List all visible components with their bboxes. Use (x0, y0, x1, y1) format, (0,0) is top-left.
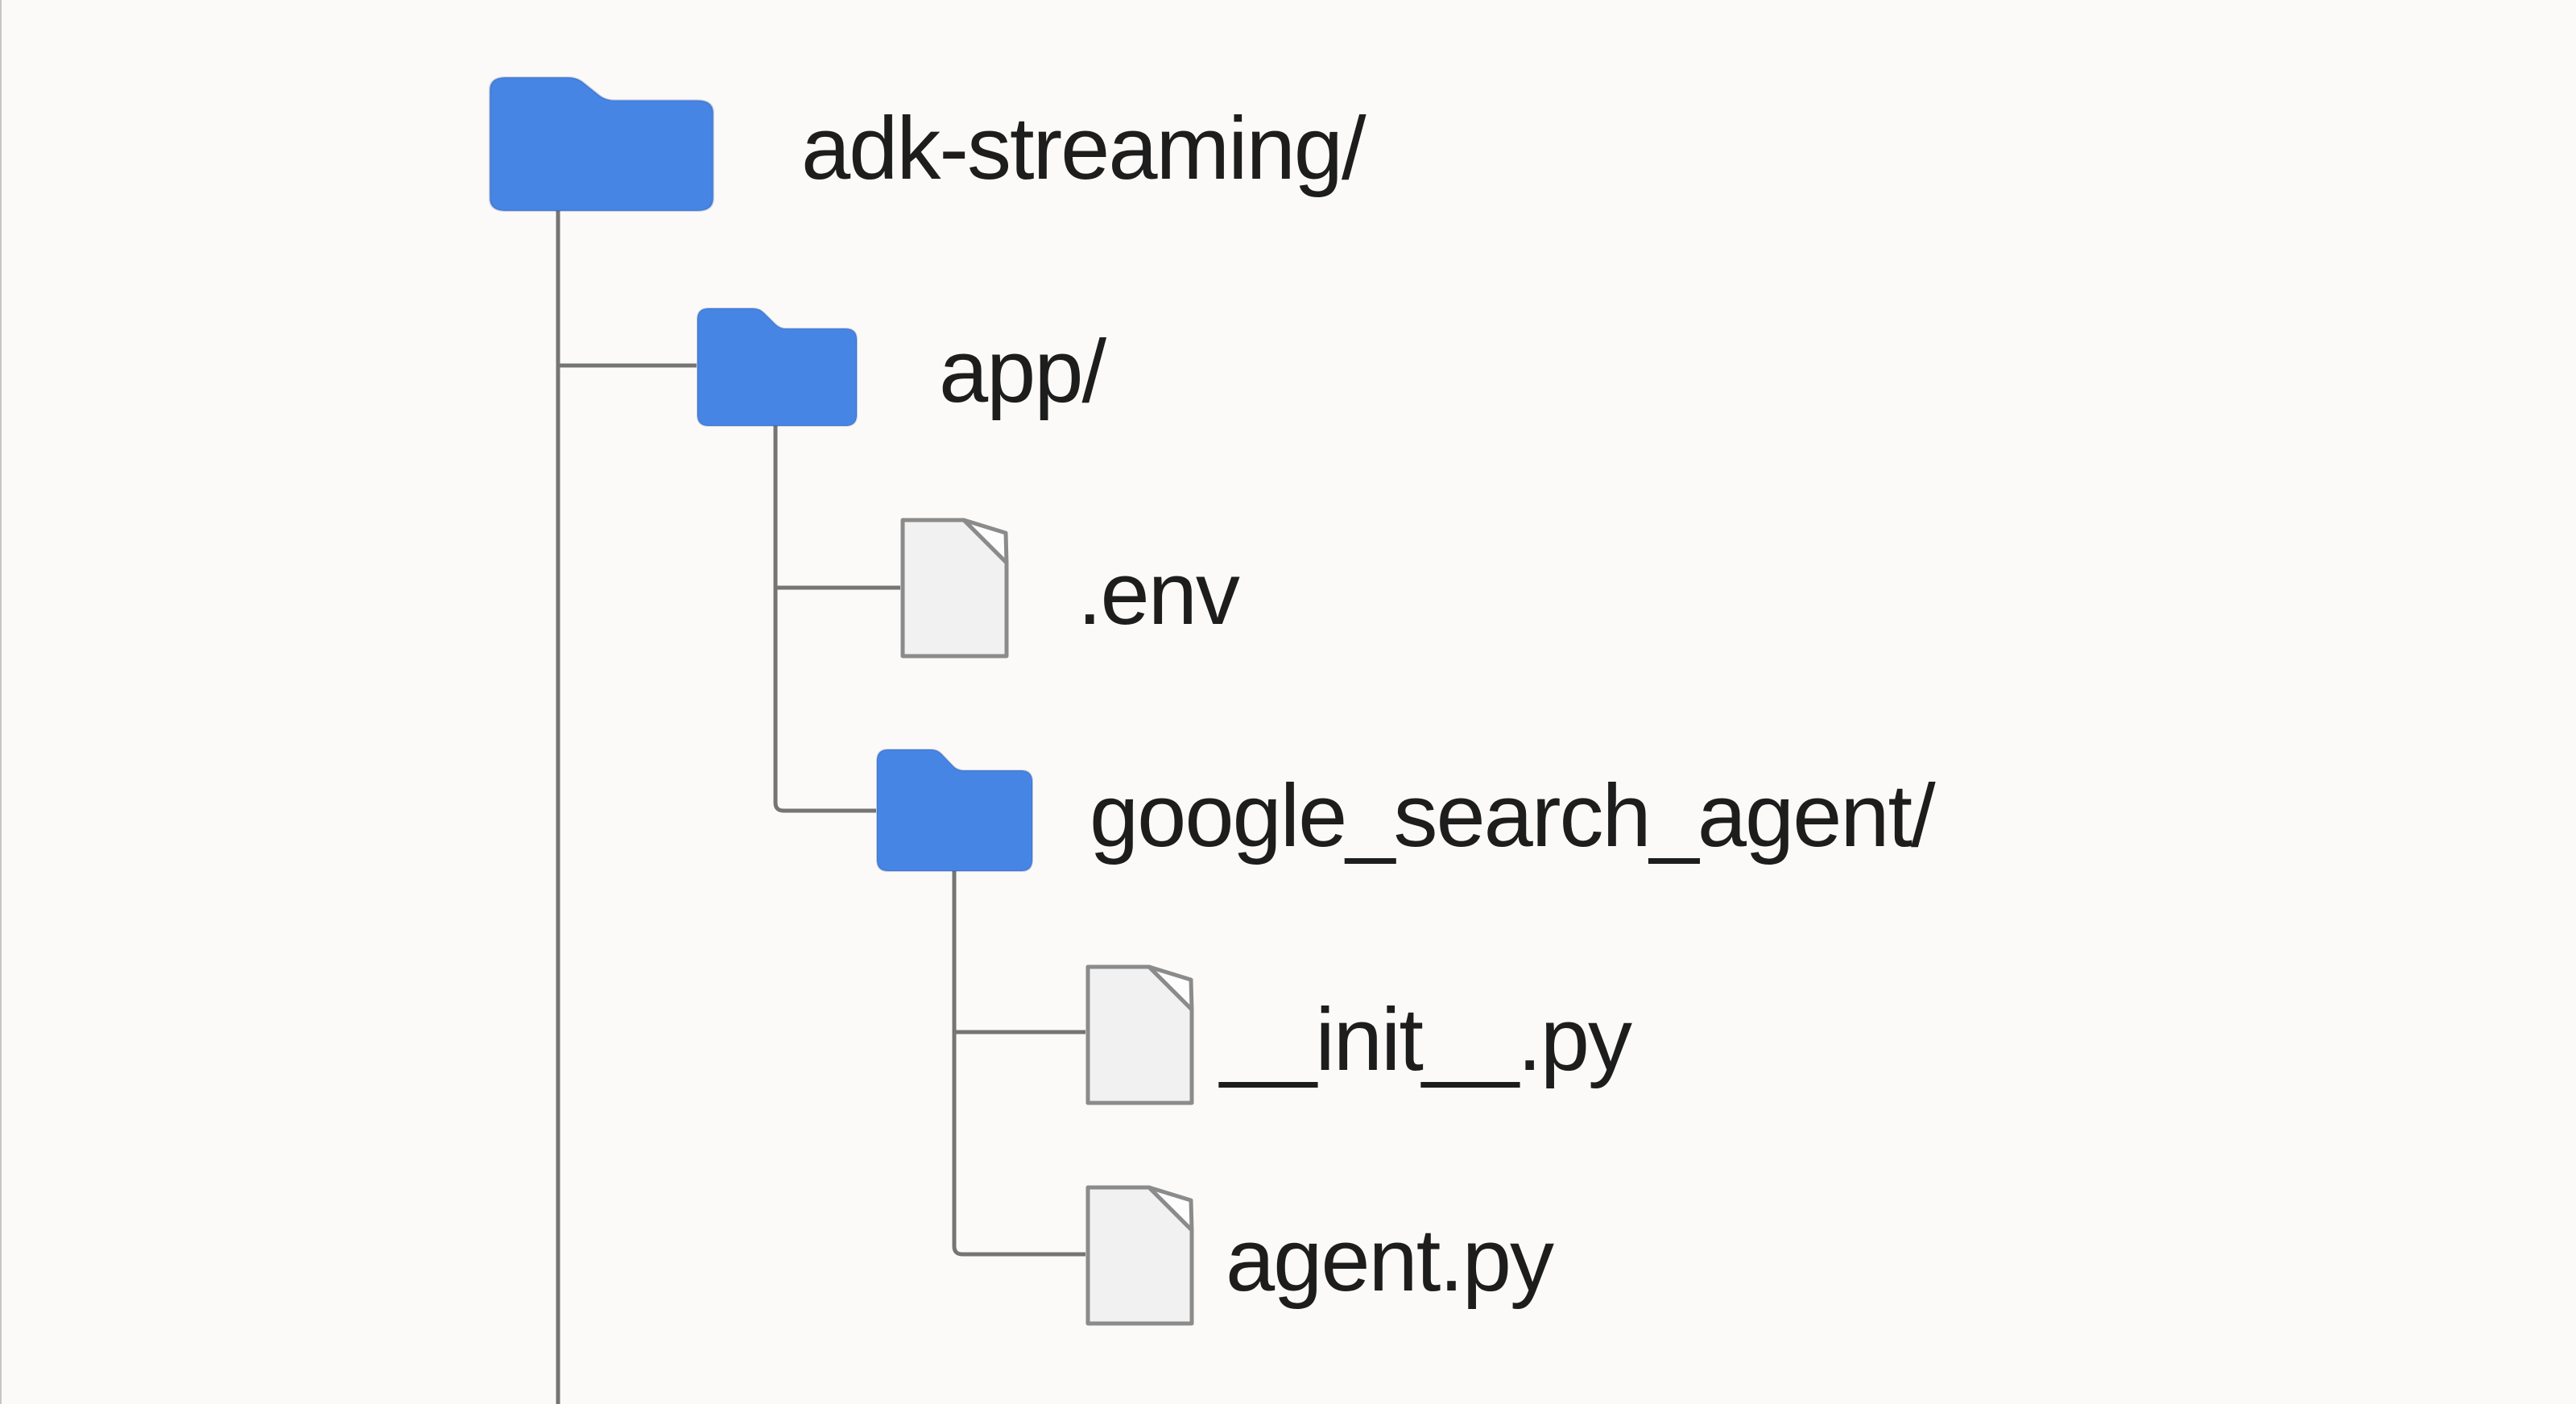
tree-node-env: .env (900, 518, 1247, 659)
file-fold-corner (961, 518, 1009, 565)
folder-shape (489, 76, 714, 212)
folder-shape (697, 308, 858, 427)
file-fold-corner (1147, 964, 1194, 1012)
node-label: __init__.py (1220, 990, 1632, 1089)
file-body-shape (1085, 1185, 1194, 1326)
file-icon (1085, 1185, 1194, 1326)
node-label: adk-streaming/ (801, 99, 1367, 198)
tree-node-google-search-agent: google_search_agent/ (876, 749, 1955, 872)
folder-icon (876, 749, 1033, 872)
node-label: google_search_agent/ (1090, 766, 1936, 865)
tree-node-init-py: __init__.py (1085, 964, 1665, 1105)
trunk-app (773, 424, 876, 813)
file-fold-corner (1147, 1185, 1194, 1233)
folder-icon (489, 76, 714, 212)
folder-icon (697, 308, 858, 427)
left-edge-line (0, 0, 2, 1404)
file-body-shape (900, 518, 1009, 659)
trunk-google-search-agent (952, 869, 1085, 1257)
folder-shape (876, 749, 1033, 872)
node-label: .env (1077, 544, 1240, 643)
node-label: agent.py (1226, 1211, 1554, 1310)
tree-node-agent-py: agent.py (1085, 1185, 1601, 1326)
tree-node-app: app/ (697, 308, 1115, 427)
file-icon (900, 518, 1009, 659)
file-icon (1085, 964, 1194, 1105)
tree-node-adk-streaming: adk-streaming/ (489, 76, 1391, 212)
node-label: app/ (939, 322, 1106, 421)
file-body-shape (1085, 964, 1194, 1105)
